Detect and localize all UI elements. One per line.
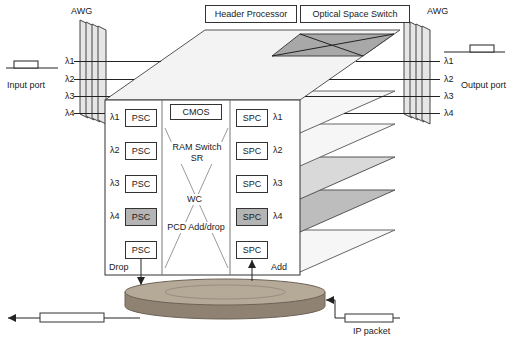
packet-symbol <box>14 61 38 68</box>
wavelength-label: λ2 <box>443 74 455 85</box>
wavelength-line <box>344 113 440 114</box>
wavelength-label: λ1 <box>109 112 121 123</box>
wavelength-label: λ2 <box>109 145 121 156</box>
box-text: SPC <box>243 245 262 255</box>
box-text: Header Processor <box>215 9 288 19</box>
wavelength-line <box>74 96 110 97</box>
box-text: PSC <box>132 113 151 123</box>
awg-plate <box>422 26 430 124</box>
path-label: Drop <box>108 262 130 273</box>
packet-label: IP packet <box>352 326 391 337</box>
box-text: SPC <box>243 146 262 156</box>
wavelength-label: λ4 <box>272 211 284 222</box>
column-divider <box>162 100 163 275</box>
box-text: PSC <box>132 146 151 156</box>
psc-box: PSC <box>125 208 157 226</box>
box-text: Optical Space Switch <box>312 9 397 19</box>
wavelength-label: λ3 <box>64 91 76 102</box>
wavelength-line <box>329 79 440 80</box>
spc-box: SPC <box>236 208 268 226</box>
psc-box: PSC <box>125 142 157 160</box>
spc-box: SPC <box>236 241 268 259</box>
wavelength-line <box>74 79 134 80</box>
switch-box: Optical Space Switch <box>300 5 410 23</box>
psc-box: PSC <box>125 241 157 259</box>
ip-packet-symbol <box>345 314 393 322</box>
function-label: PCD Add/drop <box>166 222 226 233</box>
box-text: SPC <box>243 212 262 222</box>
box-text: SPC <box>243 113 262 123</box>
function-label: WC <box>186 194 203 205</box>
wavelength-label: λ1 <box>64 56 76 67</box>
box-text: CMOS <box>183 107 210 117</box>
wavelength-label: λ4 <box>443 108 455 119</box>
wavelength-label: λ3 <box>109 178 121 189</box>
box-text: PSC <box>132 212 151 222</box>
router-card <box>105 100 300 275</box>
column-divider <box>230 100 231 275</box>
switch-cross <box>272 34 394 56</box>
function-label: RAM Switch SR <box>171 142 223 164</box>
top-sheet <box>105 30 400 100</box>
wavelength-label: λ4 <box>109 211 121 222</box>
component-name: AWG <box>70 6 93 17</box>
wavelength-line <box>74 61 161 62</box>
wavelength-label: λ2 <box>272 145 284 156</box>
spc-box: SPC <box>236 109 268 127</box>
cmos-box: CMOS <box>170 104 222 120</box>
wavelength-line <box>305 96 440 97</box>
component-name: AWG <box>426 6 449 17</box>
switch-cross <box>165 128 228 268</box>
wavelength-label: λ2 <box>64 74 76 85</box>
wavelength-label: λ3 <box>443 91 455 102</box>
port-label: Input port <box>6 80 46 91</box>
path-label: Add <box>270 262 288 273</box>
wavelength-line <box>74 113 105 114</box>
router-ring <box>165 285 285 299</box>
psc-box: PSC <box>125 109 157 127</box>
add-line <box>252 260 253 281</box>
processor-box: Header Processor <box>205 5 297 23</box>
ip-packet-symbol <box>40 313 104 322</box>
box-text: PSC <box>132 245 151 255</box>
drop-line <box>141 259 142 285</box>
wavelength-label: λ3 <box>272 178 284 189</box>
wavelength-label: λ1 <box>443 56 455 67</box>
spc-box: SPC <box>236 175 268 193</box>
switch-plane <box>272 34 394 56</box>
port-label: Output port <box>460 80 507 91</box>
spc-box: SPC <box>236 142 268 160</box>
box-text: PSC <box>132 179 151 189</box>
box-text: SPC <box>243 179 262 189</box>
wavelength-label: λ4 <box>64 108 76 119</box>
switch-cross <box>165 128 228 268</box>
packet-symbol <box>470 45 494 52</box>
router-top <box>125 279 325 305</box>
wavelength-line <box>356 61 440 62</box>
wavelength-label: λ1 <box>272 112 284 123</box>
psc-box: PSC <box>125 175 157 193</box>
